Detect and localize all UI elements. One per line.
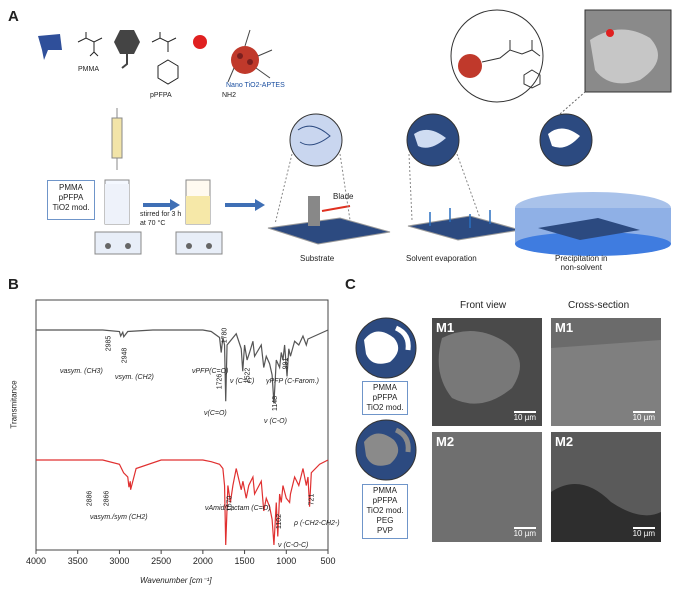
x-tick-label: 2500 — [151, 556, 171, 566]
vial-2-icon — [185, 179, 211, 225]
stir-line: stirred for 3 h — [140, 211, 182, 218]
stir-text: stirred for 3 h at 70 °C — [140, 210, 181, 228]
x-tick-label: 1500 — [235, 556, 255, 566]
spectrum-line-1 — [36, 329, 329, 404]
x-tick-label: 1000 — [276, 556, 296, 566]
hexagon-icon — [114, 30, 140, 54]
substrate-icon — [268, 218, 390, 244]
comp-item: PVP — [376, 526, 393, 535]
x-tick-label: 500 — [320, 556, 335, 566]
mode-label: ν (C-O-C) — [278, 542, 309, 549]
pmma-label: PMMA — [78, 66, 99, 73]
step-precipitation: Precipitation in non-solvent — [555, 254, 607, 272]
stir-plate-1 — [94, 231, 142, 255]
syringe-icon — [111, 108, 123, 170]
sem-image-m1-cross: M1 10 µm — [551, 318, 661, 426]
membrane-2-composition: PMMA pPFPA TiO2 mod. PEG PVP — [362, 484, 408, 539]
mode-label: ν (C=C) — [230, 378, 255, 385]
blade-label: Blade — [333, 192, 354, 201]
scale-bar — [514, 527, 536, 529]
mode-label: γPFP (C-Farom.) — [266, 378, 320, 385]
step-evaporation: Solvent evaporation — [406, 254, 477, 263]
comp-item: PEG — [376, 516, 394, 525]
stir-plate-2 — [175, 231, 223, 255]
stir-line: at 70 °C — [140, 220, 166, 227]
sem-image-m1-front: M1 10 µm — [432, 318, 542, 426]
x-tick-label: 4000 — [26, 556, 46, 566]
mode-label: νAmid/Lactam (C=O) — [205, 505, 271, 512]
mode-label: ρ (-CH2-CH2-) — [294, 520, 340, 527]
membrane-icons — [355, 317, 417, 481]
peak-2948: 2948 — [121, 347, 129, 364]
film-icon — [407, 215, 521, 241]
col-header-cross: Cross-section — [568, 300, 630, 311]
mode-label: νasym. (CH3) — [60, 368, 103, 375]
x-tick-label: 3000 — [109, 556, 129, 566]
x-tick-label: 3500 — [68, 556, 88, 566]
mode-label: ν (C-O) — [264, 418, 287, 425]
peak-1780: 1780 — [221, 327, 229, 344]
comp-item: PMMA — [373, 486, 397, 495]
mode-label: νPFP(C=O) — [192, 368, 229, 375]
y-axis-label: Transmitance — [9, 380, 19, 429]
comp-item: PMMA — [373, 383, 397, 392]
peak-721: 721 — [308, 493, 316, 506]
sem-image-m2-front: M2 10 µm — [432, 432, 542, 542]
step-line: Precipitation in — [555, 254, 608, 263]
mix-item: PMMA — [59, 183, 83, 192]
nano-label: Nano TiO2-APTES — [226, 82, 285, 89]
scale-text: 10 µm — [513, 413, 536, 422]
sem-label: M2 — [555, 434, 574, 449]
step-line: non-solvent — [560, 263, 602, 272]
panel-c-label: C — [345, 276, 356, 293]
vial-1-icon — [104, 179, 130, 225]
pmma-ribbon-icon — [38, 34, 62, 60]
comp-item: pPFPA — [372, 393, 398, 402]
ppfpa-label: pPFPA — [150, 92, 172, 99]
plot-frame — [35, 299, 329, 551]
scale-text: 10 µm — [513, 529, 536, 538]
nh2-label: NH2 — [222, 92, 237, 99]
peak-2886: 2886 — [86, 490, 94, 507]
panel-a-schematic — [38, 9, 672, 256]
sem-label: M1 — [436, 320, 455, 335]
ftir-chart: 4000 3500 3000 2500 2000 1500 1000 500 — [26, 299, 336, 566]
ppfpa-structure-icon — [151, 32, 179, 85]
x-tick-label: 2000 — [193, 556, 213, 566]
scale-bar — [633, 411, 655, 413]
peak-1148: 1148 — [272, 395, 280, 412]
scale-text: 10 µm — [632, 413, 655, 422]
nano-tio2-icon — [227, 29, 273, 83]
mix-item: TiO2 mod. — [52, 203, 90, 212]
col-header-front: Front view — [460, 300, 507, 311]
panel-a-label: A — [8, 8, 19, 25]
scale-bar — [514, 411, 536, 413]
peak-1726: 1726 — [216, 373, 224, 390]
red-nanoparticle-icon — [193, 35, 207, 49]
sem-label: M1 — [555, 320, 574, 335]
peak-2985: 2985 — [105, 335, 113, 352]
comp-item: TiO2 mod. — [366, 403, 404, 412]
peak-991: 991 — [282, 357, 290, 370]
peak-1102: 1102 — [276, 513, 284, 530]
panel-b-label: B — [8, 276, 19, 293]
x-axis-label: Wavenumber [cm⁻¹] — [140, 576, 212, 585]
scale-bar — [633, 527, 655, 529]
peak-2866: 2866 — [103, 490, 111, 507]
scale-text: 10 µm — [632, 529, 655, 538]
blade-icon — [308, 196, 320, 226]
pmma-structure-icon — [77, 32, 103, 57]
mix-item: pPFPA — [58, 193, 84, 202]
mode-label: νasym./sym (CH2) — [90, 514, 148, 521]
step-substrate: Substrate — [300, 254, 335, 263]
sem-label: M2 — [436, 434, 455, 449]
membrane-1-composition: PMMA pPFPA TiO2 mod. — [362, 381, 408, 415]
mode-label: ν(C=O) — [204, 410, 227, 417]
sem-image-m2-cross: M2 10 µm — [551, 432, 661, 542]
mix-composition-box: PMMA pPFPA TiO2 mod. — [47, 180, 95, 220]
comp-item: pPFPA — [372, 496, 398, 505]
comp-item: TiO2 mod. — [366, 506, 404, 515]
spectrum-line-2 — [36, 459, 329, 546]
mode-label: νsym. (CH2) — [115, 374, 154, 381]
